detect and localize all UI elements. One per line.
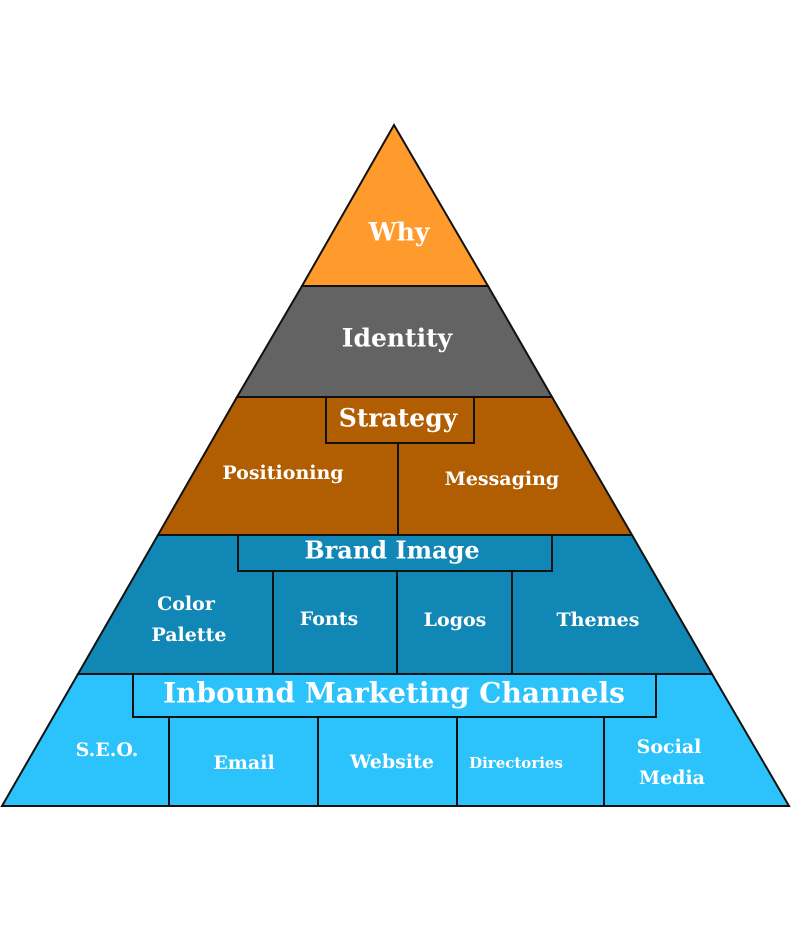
tier-why-label: Why bbox=[368, 218, 431, 247]
strategy-cell-positioning: Positioning bbox=[222, 462, 343, 484]
channel-cell-seo: S.E.O. bbox=[76, 739, 139, 761]
tier-strategy-label: Strategy bbox=[339, 404, 459, 433]
brand-cell-logos: Logos bbox=[424, 609, 487, 631]
channel-cell-email: Email bbox=[213, 752, 274, 774]
channel-cell-directories: Directories bbox=[469, 754, 563, 772]
strategy-title-box bbox=[325, 396, 475, 444]
brand-cell-themes: Themes bbox=[557, 609, 640, 631]
brand-cell-color-palette-line1: Color bbox=[157, 593, 216, 615]
channel-cell-social-media-line2: Media bbox=[639, 767, 705, 789]
tier-brand-image-label: Brand Image bbox=[304, 536, 479, 565]
brand-image-title-box bbox=[237, 534, 553, 572]
strategy-cell-messaging: Messaging bbox=[445, 468, 559, 490]
channels-title-box bbox=[132, 673, 657, 718]
tier-why-band bbox=[300, 123, 490, 287]
brand-cell-fonts: Fonts bbox=[300, 608, 358, 630]
channel-cell-social-media-line1: Social bbox=[637, 736, 702, 758]
brand-cell-color-palette-line2: Palette bbox=[151, 624, 226, 646]
channel-cell-website: Website bbox=[349, 751, 434, 773]
tier-channels-label: Inbound Marketing Channels bbox=[163, 677, 625, 710]
tier-identity-label: Identity bbox=[342, 324, 454, 353]
